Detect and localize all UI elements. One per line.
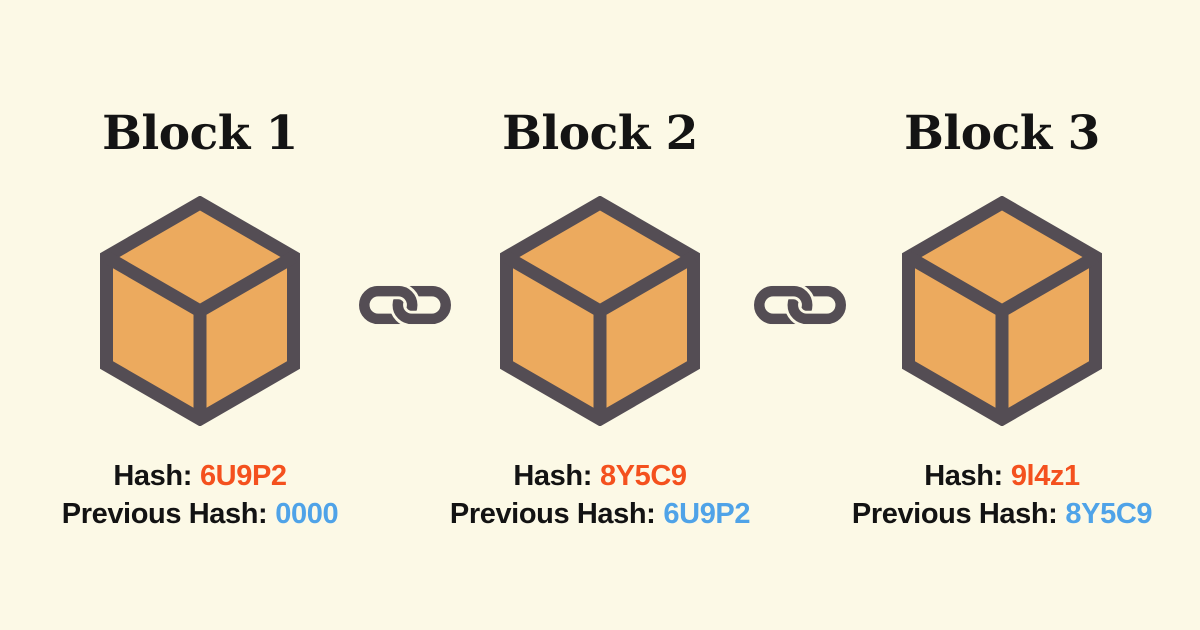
block-1: Block 1 Hash:6U9P2 Previous Hash:0000 [0, 0, 400, 630]
hash-value: 9l4z1 [1010, 460, 1080, 492]
previous-hash-label: Previous Hash: [851, 498, 1058, 530]
chain-link-icon [359, 285, 451, 325]
previous-hash-line: Previous Hash:8Y5C9 [802, 495, 1200, 533]
hash-line: Hash:6U9P2 [0, 457, 400, 495]
hash-label: Hash: [924, 460, 1003, 492]
previous-hash-label: Previous Hash: [61, 498, 268, 530]
hash-value: 8Y5C9 [599, 460, 687, 492]
previous-hash-label: Previous Hash: [449, 498, 656, 530]
block-3-hashes: Hash:9l4z1 Previous Hash:8Y5C9 [802, 457, 1200, 533]
hash-label: Hash: [113, 460, 192, 492]
cube-icon [902, 195, 1102, 427]
block-3-title: Block 3 [904, 106, 1100, 161]
hash-label: Hash: [513, 460, 592, 492]
block-1-title: Block 1 [102, 106, 298, 161]
previous-hash-value: 8Y5C9 [1065, 498, 1153, 530]
hash-value: 6U9P2 [199, 460, 287, 492]
block-2-hashes: Hash:8Y5C9 Previous Hash:6U9P2 [400, 457, 800, 533]
hash-line: Hash:8Y5C9 [400, 457, 800, 495]
previous-hash-line: Previous Hash:6U9P2 [400, 495, 800, 533]
block-2-title: Block 2 [502, 106, 698, 161]
block-1-hashes: Hash:6U9P2 Previous Hash:0000 [0, 457, 400, 533]
block-2: Block 2 Hash:8Y5C9 Previous Hash:6U9P2 [400, 0, 800, 630]
block-3: Block 3 Hash:9l4z1 Previous Hash:8Y5C9 [802, 0, 1200, 630]
previous-hash-value: 6U9P2 [663, 498, 751, 530]
chain-link-icon [754, 285, 846, 325]
hash-line: Hash:9l4z1 [802, 457, 1200, 495]
cube-icon [500, 195, 700, 427]
previous-hash-line: Previous Hash:0000 [0, 495, 400, 533]
cube-icon [100, 195, 300, 427]
previous-hash-value: 0000 [275, 498, 339, 530]
